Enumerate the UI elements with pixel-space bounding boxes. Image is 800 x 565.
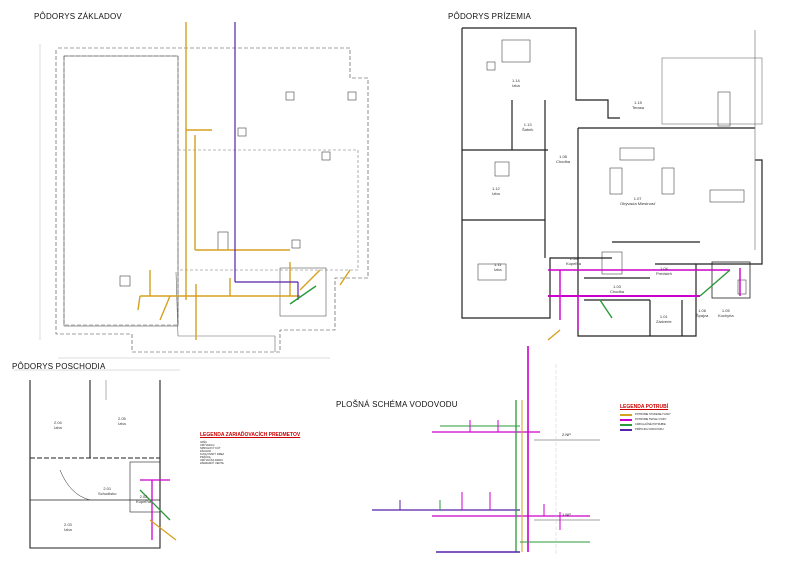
legend-item: ZÁHRADNÝ VENTIL <box>200 462 225 465</box>
pipe-legend-row: POTRUBIE STUDENEJ VODY <box>620 413 790 416</box>
level-label: 1.NP <box>562 512 571 517</box>
foundations-plan <box>39 44 369 359</box>
upper-floor-title: PÔDORYS POSCHODIA <box>12 362 106 371</box>
pipes-legend: LEGENDA POTRUBÍ POTRUBIE STUDENEJ VODY PO… <box>620 404 790 433</box>
water-scheme-title: PLOŠNÁ SCHÉMA VODOVODU <box>336 400 458 409</box>
ground-floor-title: PÔDORYS PRÍZEMIA <box>448 12 532 21</box>
pipe-swatch <box>620 423 632 426</box>
fixtures-legend: LEGENDA ZARIAĎOVACÍCH PREDMETOV VAŇA UMÝ… <box>200 432 350 465</box>
ground-floor-plan <box>461 27 763 337</box>
pipe-legend-label: CIRKULAČNÉ POTRUBIE <box>635 423 666 426</box>
pipe-legend-label: PRÍPOJKA VODOVODU <box>635 428 664 431</box>
upper-floor-pipes <box>139 479 177 541</box>
pipe-legend-row: POTRUBIE TEPLEJ VODY <box>620 418 790 421</box>
level-label: 2.NP <box>562 432 571 437</box>
foundation-pipes <box>137 22 351 340</box>
upper-floor-plan <box>14 369 180 549</box>
pipe-swatch <box>620 413 632 416</box>
pipe-legend-label: POTRUBIE STUDENEJ VODY <box>635 413 671 416</box>
pipes-legend-title: LEGENDA POTRUBÍ <box>620 404 669 410</box>
foundations-title: PÔDORYS ZÁKLADOV <box>34 12 122 21</box>
legend-item: ZÁCHOD <box>200 450 211 453</box>
legend-item: SPRCHOVÝ KÚT <box>200 447 221 450</box>
legend-item: PRÁČKA <box>200 456 211 459</box>
legend-item: UMÝVAČKA RIADU <box>200 459 224 462</box>
pipe-legend-row: PRÍPOJKA VODOVODU <box>620 428 790 431</box>
legend-item: UMÝVADLO <box>200 444 215 447</box>
ground-floor-pipes <box>547 268 741 341</box>
legend-item: KUCHYNSKÝ DREZ <box>200 453 224 456</box>
pipe-swatch <box>620 418 632 421</box>
pipe-swatch <box>620 428 632 431</box>
legend-item: VAŇA <box>200 441 207 444</box>
water-scheme <box>372 346 600 556</box>
pipe-legend-row: CIRKULAČNÉ POTRUBIE <box>620 423 790 426</box>
pipe-legend-label: POTRUBIE TEPLEJ VODY <box>635 418 667 421</box>
fixtures-legend-title: LEGENDA ZARIAĎOVACÍCH PREDMETOV <box>200 432 301 438</box>
